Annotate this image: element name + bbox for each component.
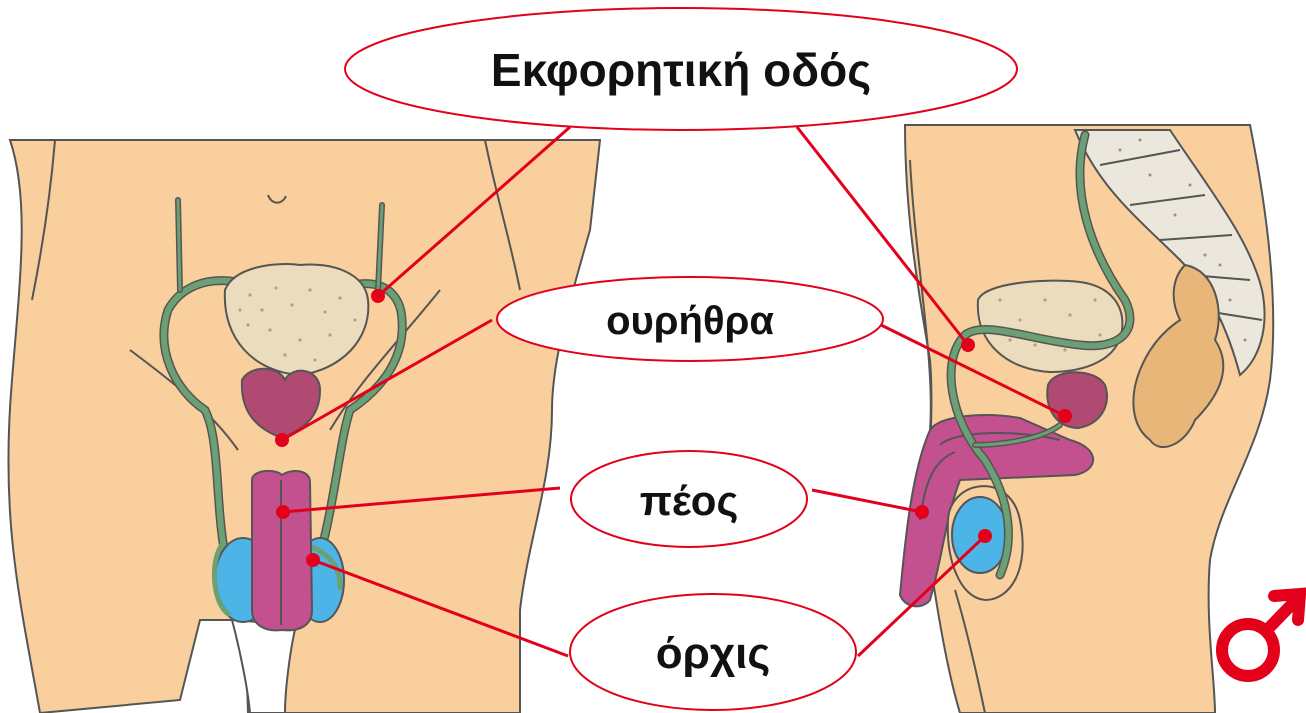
label-penis-text: πέος <box>640 477 739 524</box>
leader-penis-side <box>812 490 922 512</box>
front-leg-gap <box>232 620 296 713</box>
side-prostate <box>1047 372 1107 428</box>
label-testis: όρχις <box>570 594 856 710</box>
label-urethra-text: ουρήθρα <box>606 299 774 343</box>
label-penis: πέος <box>571 451 807 547</box>
label-testis-text: όρχις <box>656 629 771 678</box>
label-vas-deferens: Εκφορητική οδός <box>345 8 1017 130</box>
male-symbol-icon <box>1222 594 1300 676</box>
label-vas-deferens-text: Εκφορητική οδός <box>491 44 871 96</box>
label-urethra: ουρήθρα <box>497 277 883 361</box>
side-view <box>900 125 1273 713</box>
